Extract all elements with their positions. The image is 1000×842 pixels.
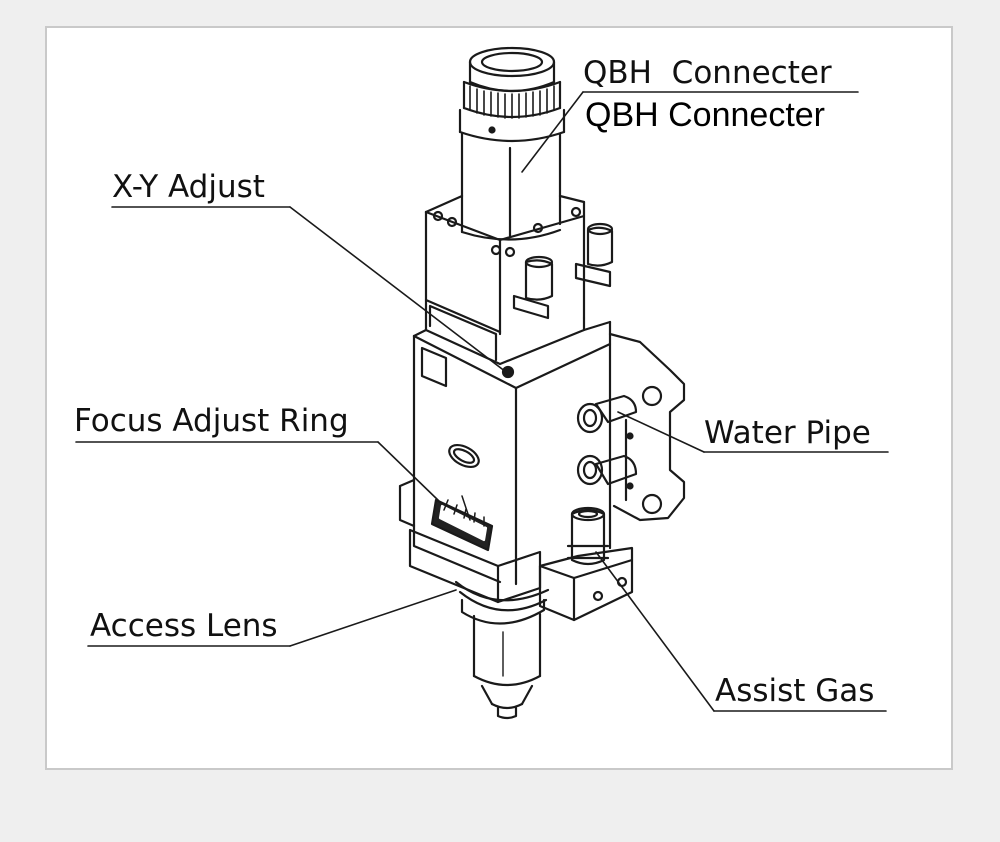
label-water-pipe: Water Pipe — [704, 415, 871, 451]
label-qbh-connecter-1: QBH Connecter — [583, 55, 832, 91]
label-focus-adjust-ring: Focus Adjust Ring — [74, 403, 349, 439]
qbh-connector-part — [458, 46, 566, 241]
xy-adjust-block — [424, 194, 614, 379]
label-access-lens: Access Lens — [90, 608, 278, 644]
assist-gas-block — [538, 506, 634, 622]
focus-ring-part — [398, 478, 542, 604]
main-body-part — [412, 320, 686, 586]
callout-lines — [75, 91, 889, 712]
nozzle-part — [454, 580, 550, 720]
label-assist-gas: Assist Gas — [715, 673, 875, 709]
label-qbh-connecter-2: QBH Connecter — [585, 96, 825, 134]
label-xy-adjust: X-Y Adjust — [112, 169, 265, 205]
